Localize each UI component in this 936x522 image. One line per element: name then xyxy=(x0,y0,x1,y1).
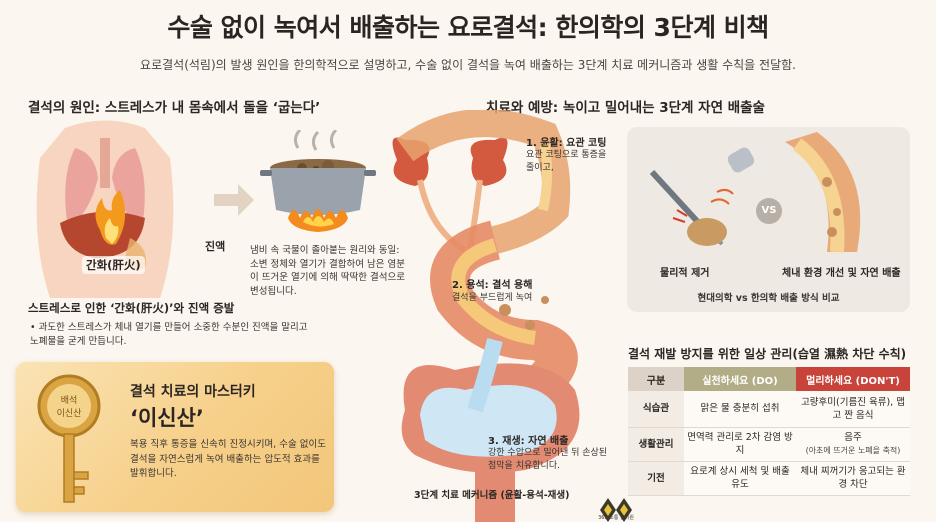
clinic-logo-text: 365 소통 한의원 xyxy=(598,515,634,521)
comparison-caption: 현대의학 vs 한의학 배출 방식 비교 xyxy=(697,293,840,304)
pot-caption: 냄비 속 국물이 졸아붙는 원리와 동일: 소변 정체와 열기가 결합하여 남은… xyxy=(250,245,405,297)
row-dont: 체내 찌꺼기가 응고되는 환경 차단 xyxy=(796,461,910,496)
treatment-section-heading: 치료와 예방: 녹이고 밀어내는 3단계 자연 배출술 xyxy=(486,100,765,116)
comparison-illustration xyxy=(649,132,861,253)
body-liver-illustration xyxy=(36,120,174,298)
step2-title: 2. 용석: 결석 용해 xyxy=(452,280,533,291)
row-do: 요로계 상시 세척 및 배출 유도 xyxy=(684,461,796,496)
row-dont-cell: 음주 (아초에 뜨거운 노폐을 축적) xyxy=(796,427,910,462)
step2-description: 결석을 부드럽게 녹여 xyxy=(452,293,533,303)
column-header-dont: 멀리하세요 (DON'T) xyxy=(796,367,910,391)
natural-discharge-label: 체내 환경 개선 및 자연 배출 xyxy=(782,268,901,279)
clinic-logo-icon xyxy=(600,498,632,522)
column-header-category: 구분 xyxy=(628,367,684,391)
table-row: 식습관 맑은 물 충분히 섭취 고량후미(기름진 육류), 맵고 짠 음식 xyxy=(628,391,910,428)
row-do: 맑은 물 충분히 섭취 xyxy=(684,391,796,428)
step1-title: 1. 윤활: 요관 코팅 xyxy=(526,138,607,149)
row-dont: 고량후미(기름진 육류), 맵고 짠 음식 xyxy=(796,391,910,428)
key-card-title: 결석 치료의 마스터키 xyxy=(130,384,256,400)
table-header-row: 구분 실천하세요 (DO) 멀리하세요 (DON'T) xyxy=(628,367,910,391)
vs-badge: VS xyxy=(756,198,782,224)
liver-fire-label: 간화(肝火) xyxy=(82,256,145,274)
cause-title: 스트레스로 인한 ‘간화(肝火)’와 진액 증발 xyxy=(28,301,235,315)
row-dont-note: (아초에 뜨거운 노폐을 축적) xyxy=(805,446,901,455)
page-subtitle: 요로결석(석림)의 발생 원인을 한의학적으로 설명하고, 수술 없이 결석을 … xyxy=(140,58,796,72)
care-table: 구분 실천하세요 (DO) 멀리하세요 (DON'T) 식습관 맑은 물 충분히… xyxy=(628,367,910,496)
table-row: 기전 요로계 상시 세척 및 배출 유도 체내 찌꺼기가 응고되는 환경 차단 xyxy=(628,461,910,496)
jinaek-label: 진액 xyxy=(205,240,226,253)
cause-description: • 과도한 스트레스가 체내 열기를 만들어 소중한 수분인 진액을 말리고 노… xyxy=(30,322,308,347)
row-do: 면역력 관리로 2차 감염 방지 xyxy=(684,427,796,462)
key-card-description: 복용 직후 통증을 신속히 진정시키며, 수술 없이도 결석을 자연스럽게 녹여… xyxy=(130,439,326,479)
row-category: 기전 xyxy=(628,461,684,496)
arrow-right-icon xyxy=(214,184,254,216)
key-card-remedy-name: ‘이신산’ xyxy=(130,406,204,430)
row-category: 식습관 xyxy=(628,391,684,428)
key-glyph-top: 배석 xyxy=(61,395,78,406)
column-header-do: 실천하세요 (DO) xyxy=(684,367,796,391)
cause-section-heading: 결석의 원인: 스트레스가 내 몸속에서 돌을 ‘굽는다’ xyxy=(28,100,321,116)
care-table-heading: 결석 재발 방지를 위한 일상 관리(습열 濕熱 차단 수칙) xyxy=(628,347,907,361)
boiling-pot-illustration xyxy=(260,130,376,232)
golden-key-icon: 배석 이신산 xyxy=(37,374,101,503)
page-title: 수술 없이 녹여서 배출하는 요로결석: 한의학의 3단계 비책 xyxy=(167,13,769,42)
mechanism-caption: 3단계 치료 메커니즘 (윤활-용석-재생) xyxy=(414,490,570,501)
row-dont: 음주 xyxy=(844,432,862,443)
key-glyph-bottom: 이신산 xyxy=(57,408,82,419)
step1-description: 요관 코팅으로 통증을 줄이고, xyxy=(526,150,607,173)
urinary-tract-illustration xyxy=(392,110,580,522)
step3-description: 강한 수압으로 밀어낸 뒤 손상된 점막을 치유합니다. xyxy=(488,448,608,471)
physical-removal-label: 물리적 제거 xyxy=(660,268,710,279)
row-category: 생활관리 xyxy=(628,427,684,462)
step3-title: 3. 재생: 자연 배출 xyxy=(488,436,569,447)
table-row: 생활관리 면역력 관리로 2차 감염 방지 음주 (아초에 뜨거운 노폐을 축적… xyxy=(628,427,910,462)
